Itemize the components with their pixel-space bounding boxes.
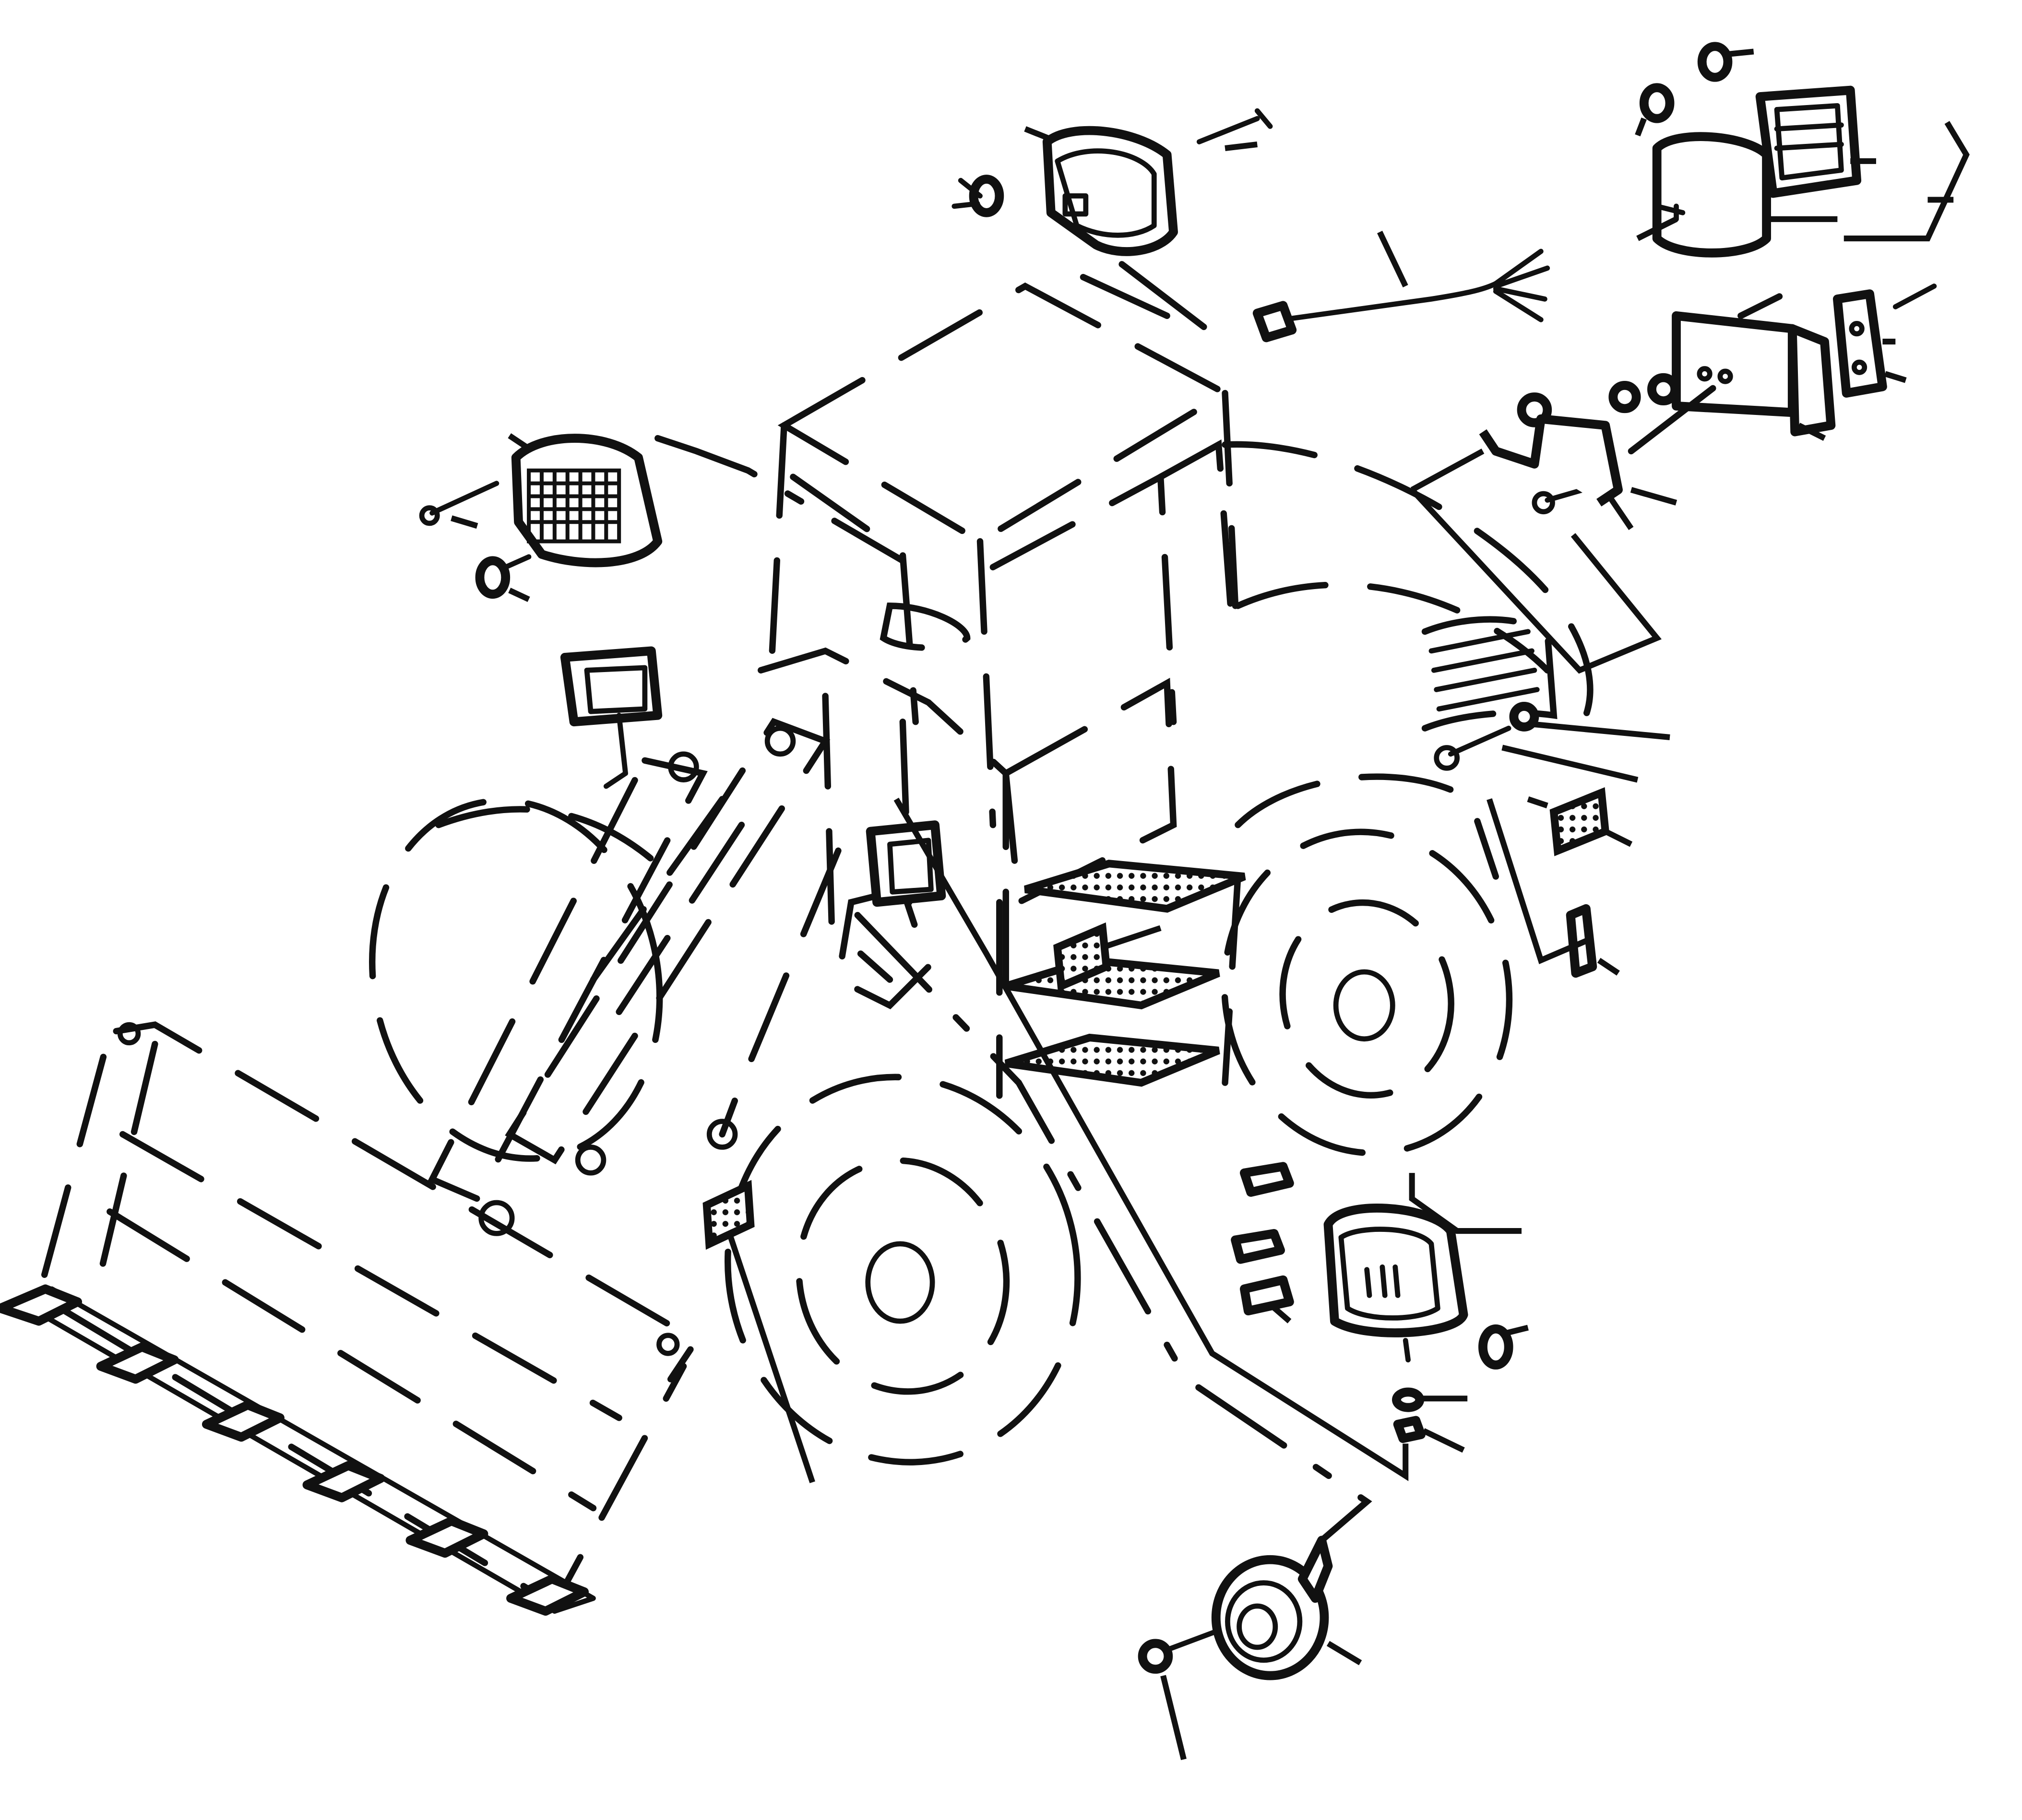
headlamp-bulbs [1231, 1162, 1529, 1370]
horn [1211, 1536, 1362, 1680]
roof-work-lamp [1024, 126, 1178, 256]
main-headlamp [1323, 1173, 1522, 1363]
rear-lamp-bulbs [1635, 42, 1754, 137]
rear-lamp-guard [1755, 85, 1876, 222]
headlamp-washer-nut [1392, 1387, 1468, 1453]
horn-bolt [1138, 1628, 1221, 1761]
rear-lamp-mount-bracket [1479, 414, 1677, 507]
rear-lamp-bracket [1672, 311, 1836, 441]
front-work-lamp [560, 646, 663, 789]
front-lamp-screw [419, 481, 500, 529]
reflector-front-side [702, 1180, 815, 1483]
wiring-harness [1252, 231, 1550, 343]
reflector-step [1053, 922, 1162, 992]
roof-lamp-screw [1196, 108, 1273, 152]
reflector-rear-side [1527, 787, 1633, 856]
roof-lamp-bulb [952, 175, 1004, 217]
rear-lamp-bolts-nuts [1434, 702, 1670, 783]
rear-combination-lamp [1636, 132, 1771, 258]
side-marker [1487, 798, 1620, 978]
front-work-lamp [508, 433, 663, 567]
wheel-loader-outline [0, 282, 1594, 1616]
front-lamp-bulb [475, 554, 532, 602]
rear-lamp-clamp-plate [1832, 289, 1907, 398]
